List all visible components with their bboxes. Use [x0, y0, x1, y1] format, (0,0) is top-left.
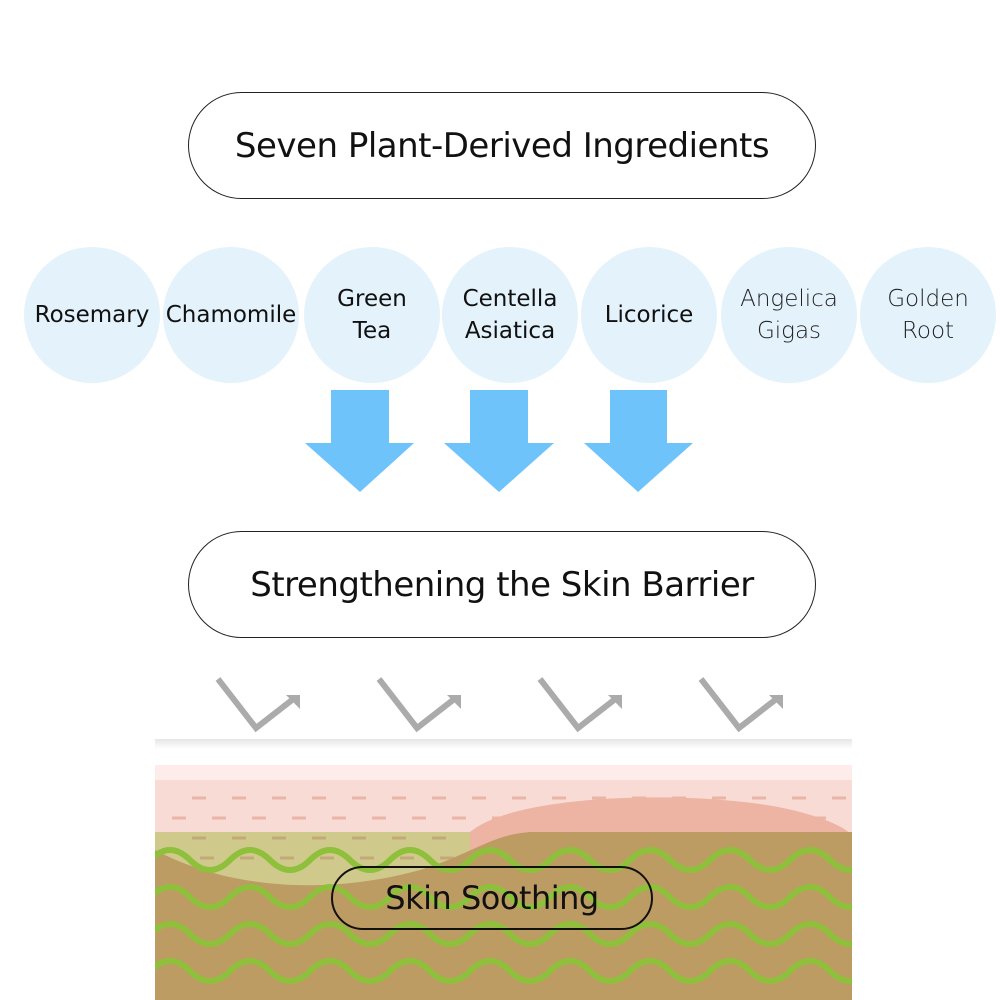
down-arrow-icon	[444, 390, 554, 492]
ingredient-label: Green Tea	[337, 286, 407, 344]
ingredient-circle-licorice: Licorice	[581, 247, 717, 383]
result-pill: Strengthening the Skin Barrier	[188, 531, 816, 638]
ingredients-title-pill: Seven Plant-Derived Ingredients	[188, 92, 816, 199]
down-arrow-icon	[584, 390, 693, 492]
ingredient-label: Rosemary	[34, 302, 150, 328]
ingredient-label: Licorice	[604, 302, 694, 328]
epidermis-top-layer	[155, 765, 852, 780]
bounce-arrow-icon	[215, 677, 300, 733]
effect-label: Skin Soothing	[385, 879, 599, 917]
collagen-fibers	[155, 847, 852, 984]
bounce-arrow-icon	[376, 677, 461, 733]
bounce-arrow-icon	[537, 677, 622, 733]
ingredient-label: Centella Asiatica	[462, 286, 558, 344]
ingredient-circle-golden-root: Golden Root	[860, 247, 996, 383]
ingredient-circle-rosemary: Rosemary	[24, 247, 160, 383]
down-arrow-icon	[305, 390, 414, 492]
ingredient-circle-chamomile: Chamomile	[163, 247, 299, 383]
ingredient-circle-centella-asiatica: Centella Asiatica	[442, 247, 578, 383]
ingredient-label: Golden Root	[887, 286, 969, 344]
bounce-arrow-icon	[698, 677, 783, 733]
dermis-layer	[155, 832, 852, 1000]
effect-pill: Skin Soothing	[331, 866, 653, 930]
result-label: Strengthening the Skin Barrier	[250, 564, 754, 605]
ingredient-circle-angelica-gigas: Angelica Gigas	[721, 247, 857, 383]
down-arrows	[305, 390, 693, 492]
ingredient-label: Chamomile	[165, 302, 297, 328]
ingredient-circle-green-tea: Green Tea	[304, 247, 440, 383]
ingredients-title: Seven Plant-Derived Ingredients	[234, 125, 770, 166]
ingredient-label: Angelica Gigas	[740, 286, 838, 344]
bounce-arrows	[215, 677, 783, 733]
skin-surface	[155, 739, 852, 749]
